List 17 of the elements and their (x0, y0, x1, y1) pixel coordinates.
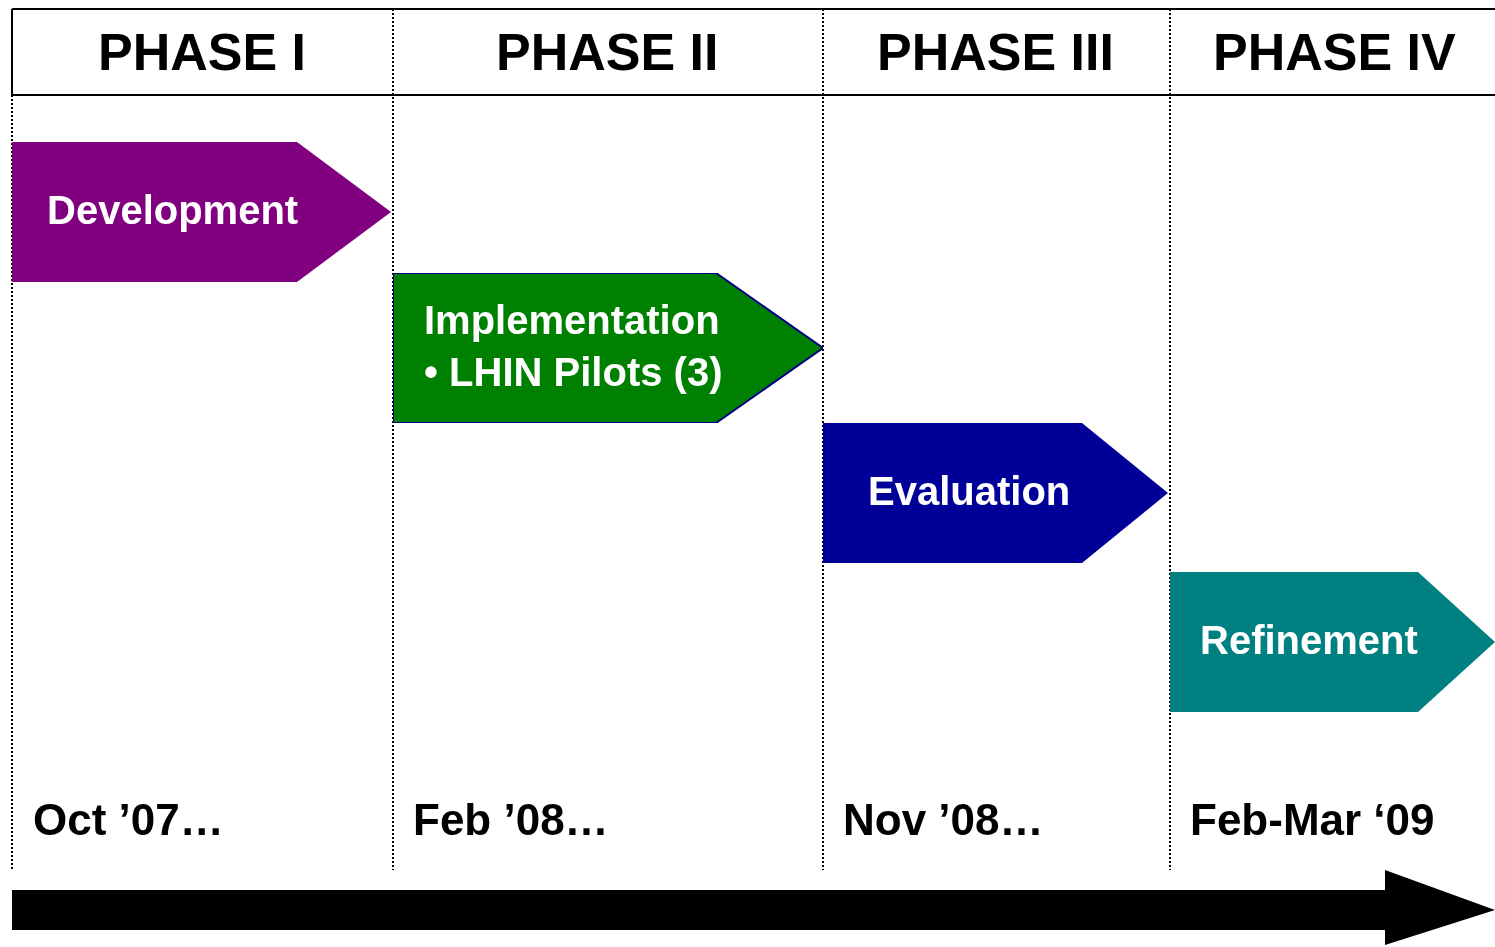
chevron-label: Evaluation (868, 469, 1071, 514)
column-header: PHASE II (496, 22, 719, 82)
chevron-label: Refinement (1200, 618, 1418, 663)
column-header: PHASE IV (1213, 22, 1456, 82)
phase-bar (823, 423, 1168, 563)
phase-bar (1170, 572, 1495, 712)
date-label: Nov ’08… (843, 795, 1044, 845)
phase-bar (393, 273, 823, 423)
date-label: Oct ’07… (33, 795, 224, 845)
date-label: Feb-Mar ‘09 (1190, 795, 1435, 845)
chevron-label: Implementation (424, 298, 720, 343)
column-header: PHASE III (877, 22, 1114, 82)
phase-bar (12, 142, 391, 282)
column-header: PHASE I (98, 22, 307, 82)
chevron-label: • LHIN Pilots (3) (424, 350, 723, 395)
date-label: Feb ’08… (413, 795, 609, 845)
chevron-label: Development (47, 188, 299, 233)
